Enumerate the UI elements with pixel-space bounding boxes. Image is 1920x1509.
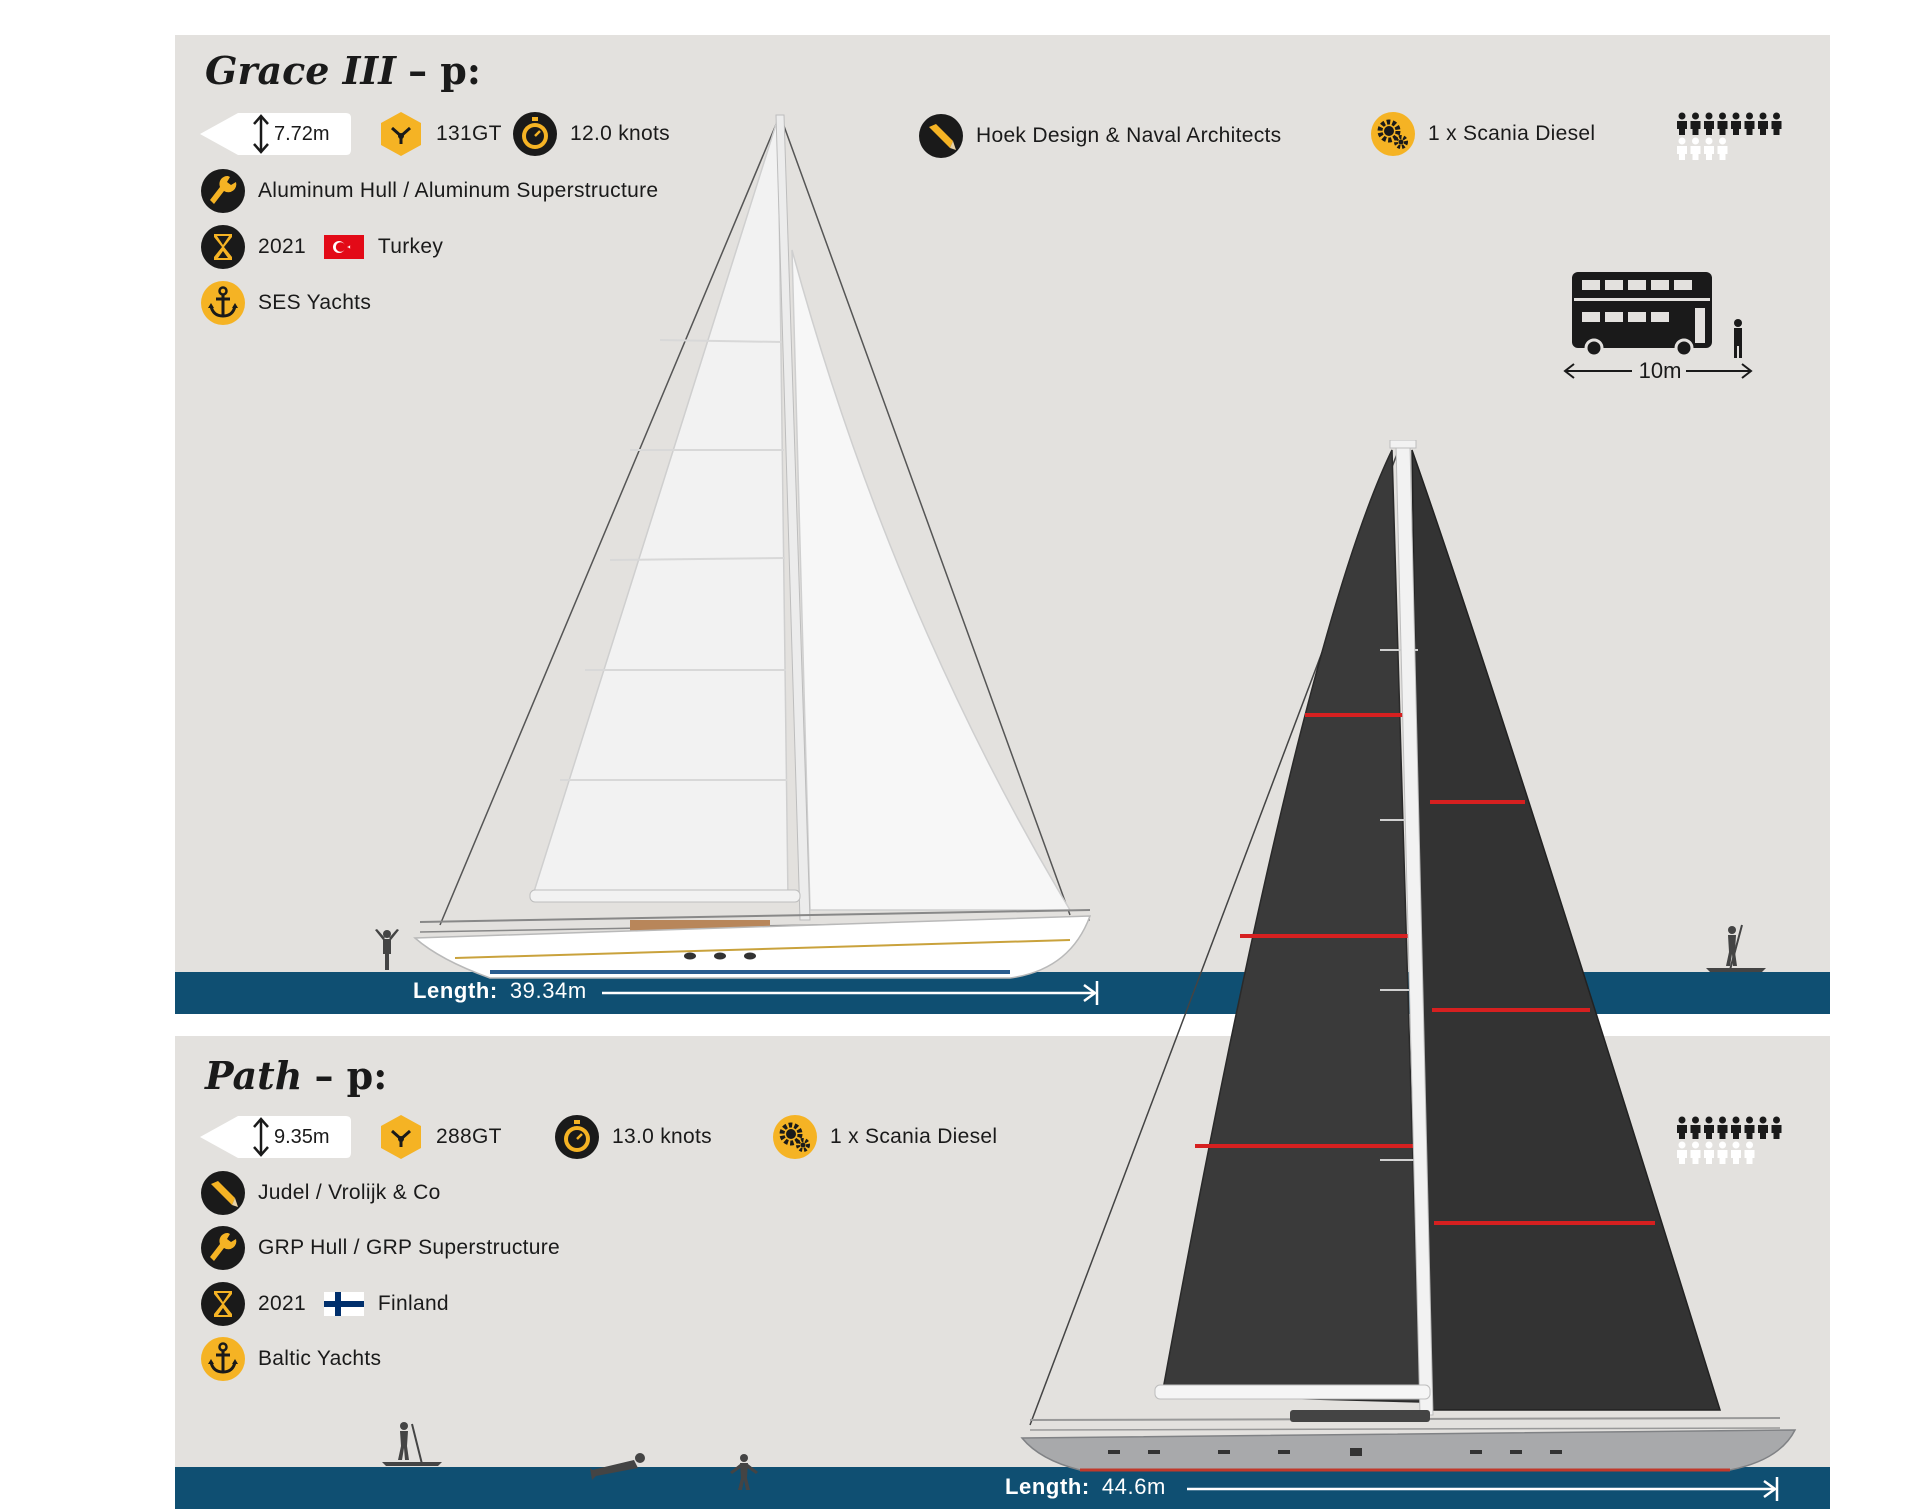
designer-value: Judel / Vrolijk & Co bbox=[258, 1181, 441, 1204]
path-hull bbox=[1020, 1429, 1797, 1471]
path-year-country: 2021 Finland bbox=[200, 1281, 449, 1327]
turkey-flag-icon bbox=[323, 235, 364, 259]
builder-value: Baltic Yachts bbox=[258, 1347, 382, 1370]
path-length-arrow bbox=[1187, 1477, 1779, 1501]
path-mainsail bbox=[1161, 449, 1421, 1403]
path-length: Length: 44.6m bbox=[1005, 1474, 1166, 1500]
gear-icon bbox=[1371, 112, 1415, 156]
height-value: 7.72m bbox=[274, 122, 330, 145]
path-construction: GRP Hull / GRP Superstructure bbox=[200, 1225, 560, 1271]
construction-value: Aluminum Hull / Aluminum Superstructure bbox=[258, 179, 659, 202]
designer-value: Hoek Design & Naval Architects bbox=[976, 124, 1282, 147]
wrench-icon bbox=[201, 1226, 245, 1270]
grace-length: Length: 39.34m bbox=[413, 978, 587, 1004]
grace-year-country: 2021 Turkey bbox=[200, 224, 443, 270]
yacht-type: – p: bbox=[314, 1053, 388, 1098]
grace-construction: Aluminum Hull / Aluminum Superstructure bbox=[200, 168, 658, 214]
yacht-name: Grace III bbox=[205, 48, 396, 93]
paddleboarder-icon bbox=[1706, 924, 1766, 972]
double-decker-bus-icon bbox=[1563, 272, 1753, 382]
path-speed: 13.0 knots bbox=[554, 1114, 712, 1160]
path-title: Path – p: bbox=[205, 1053, 387, 1098]
people-icon bbox=[1677, 112, 1782, 160]
paddleboarder-icon bbox=[382, 1422, 442, 1466]
finland-flag-icon bbox=[323, 1292, 364, 1316]
length-value: 44.6m bbox=[1101, 1474, 1166, 1499]
path-engine: 1 x Scania Diesel bbox=[772, 1114, 997, 1160]
height-value: 9.35m bbox=[274, 1125, 330, 1148]
grace-title: Grace III – p: bbox=[205, 48, 481, 93]
swimmer-icon bbox=[730, 1454, 758, 1490]
gear-icon bbox=[773, 1115, 817, 1159]
year-value: 2021 bbox=[258, 1292, 306, 1315]
length-value: 39.34m bbox=[509, 978, 587, 1003]
length-label: Length: bbox=[1005, 1474, 1090, 1499]
engine-value: 1 x Scania Diesel bbox=[830, 1125, 998, 1148]
path-tonnage: 288GT bbox=[378, 1114, 502, 1160]
pencil-icon bbox=[919, 114, 963, 158]
anchor-icon bbox=[201, 1337, 245, 1381]
hourglass-icon bbox=[201, 1282, 245, 1326]
country-value: Turkey bbox=[377, 235, 444, 258]
path-designer: Judel / Vrolijk & Co bbox=[200, 1170, 441, 1216]
grace-engine: 1 x Scania Diesel bbox=[1370, 111, 1595, 157]
path-height-tag: 9.35m bbox=[200, 1115, 352, 1159]
stopwatch-icon bbox=[513, 112, 557, 156]
hourglass-icon bbox=[201, 225, 245, 269]
path-builder: Baltic Yachts bbox=[200, 1336, 381, 1382]
year-value: 2021 bbox=[258, 235, 306, 258]
vertical-arrow-icon bbox=[200, 1116, 351, 1158]
yacht-name: Path bbox=[205, 1053, 303, 1098]
hexagon-tonnage-icon bbox=[381, 112, 421, 156]
anchor-icon bbox=[201, 281, 245, 325]
diver-icon bbox=[590, 1453, 645, 1480]
engine-value: 1 x Scania Diesel bbox=[1428, 122, 1596, 145]
grace-builder: SES Yachts bbox=[200, 280, 371, 326]
grace-tonnage: 131GT bbox=[378, 111, 502, 157]
wrench-icon bbox=[201, 169, 245, 213]
grace-height-tag: 7.72m bbox=[200, 112, 352, 156]
grace-jib bbox=[791, 249, 1072, 911]
construction-value: GRP Hull / GRP Superstructure bbox=[258, 1236, 561, 1259]
length-label: Length: bbox=[413, 978, 498, 1003]
country-value: Finland bbox=[377, 1292, 449, 1315]
path-yacht-illustration bbox=[1020, 440, 1797, 1472]
grace-hull bbox=[413, 915, 1092, 979]
speed-value: 13.0 knots bbox=[612, 1125, 712, 1148]
tonnage-value: 288GT bbox=[436, 1125, 502, 1148]
speed-value: 12.0 knots bbox=[570, 122, 670, 145]
vertical-arrow-icon bbox=[200, 113, 351, 155]
grace-mainsail bbox=[530, 117, 789, 901]
grace-speed: 12.0 knots bbox=[512, 111, 670, 157]
hexagon-tonnage-icon bbox=[381, 1115, 421, 1159]
grace-designer: Hoek Design & Naval Architects bbox=[918, 113, 1281, 159]
yacht-type: – p: bbox=[408, 48, 481, 93]
grace-yacht-illustration bbox=[413, 114, 1092, 979]
builder-value: SES Yachts bbox=[258, 291, 372, 314]
waving-person-icon bbox=[375, 929, 399, 970]
pencil-icon bbox=[201, 1171, 245, 1215]
stopwatch-icon bbox=[555, 1115, 599, 1159]
scale-label: 10m bbox=[1638, 358, 1682, 383]
path-headsail bbox=[1411, 449, 1722, 1411]
people-icon bbox=[1677, 1116, 1782, 1164]
tonnage-value: 131GT bbox=[436, 122, 502, 145]
grace-length-arrow bbox=[602, 981, 1099, 1005]
